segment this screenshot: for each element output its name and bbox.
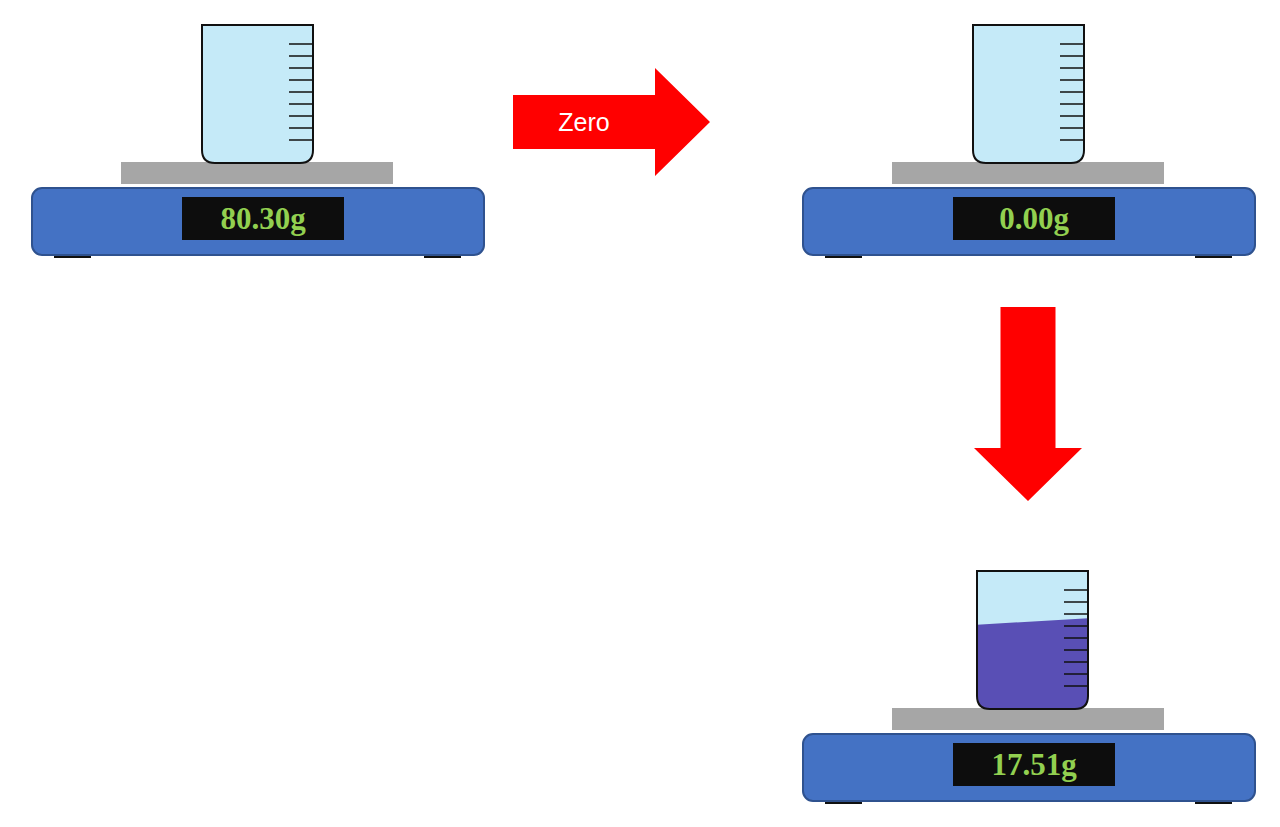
block-arrow [513, 68, 710, 176]
weight-reading: 17.51g [991, 749, 1076, 780]
liquid [973, 618, 1092, 716]
balance-1 [32, 25, 484, 258]
weight-reading: 80.30g [220, 203, 305, 234]
weight-reading: 0.00g [999, 203, 1069, 234]
balance: 80.30g [32, 20, 484, 258]
balance: 17.51g [803, 566, 1255, 804]
balance: 0.00g [803, 20, 1255, 258]
filled-beaker [973, 571, 1092, 716]
arrow-label: Zero [558, 110, 609, 135]
block-arrow [974, 307, 1082, 501]
balance-display: 17.51g [953, 743, 1115, 786]
balance-3 [803, 708, 1255, 804]
balance-display: 80.30g [182, 197, 344, 240]
beaker [202, 25, 313, 163]
balance-2 [803, 25, 1255, 258]
balance-display: 0.00g [953, 197, 1115, 240]
beaker [973, 25, 1084, 163]
